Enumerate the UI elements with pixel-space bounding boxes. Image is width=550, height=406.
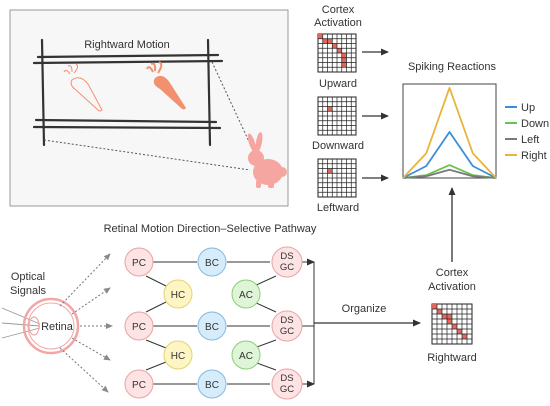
legend-label-right: Right bbox=[521, 150, 547, 162]
carrot-icon bbox=[146, 61, 186, 110]
active-cell bbox=[322, 38, 328, 44]
bc-node-2: BC bbox=[197, 311, 227, 341]
rabbit-icon bbox=[247, 132, 287, 188]
dsgc-node-2: DS GC bbox=[271, 310, 303, 342]
bottom-cortex-line1: Cortex bbox=[436, 267, 469, 279]
cortex-grid-rightward bbox=[431, 303, 473, 345]
scene-panel: Rightward Motion bbox=[9, 9, 289, 207]
active-cell bbox=[332, 43, 337, 49]
active-cell bbox=[327, 168, 333, 174]
pc-label: PC bbox=[132, 258, 146, 269]
optical-label-line1: Optical bbox=[11, 271, 45, 283]
pc-node-3: PC bbox=[124, 369, 154, 399]
cortex-grid-upward bbox=[317, 96, 357, 136]
pc-node-1: PC bbox=[124, 247, 154, 277]
label-rightward: Rightward bbox=[427, 352, 477, 364]
active-cell bbox=[457, 329, 462, 334]
hc-label: HC bbox=[171, 351, 185, 362]
active-cell bbox=[341, 57, 347, 63]
active-cell bbox=[327, 106, 333, 112]
cortex-column: Cortex Activation Upward Downward Leftwa… bbox=[312, 4, 389, 214]
retina-lens bbox=[28, 316, 40, 336]
gc-label: GC bbox=[280, 384, 294, 395]
active-cell bbox=[318, 34, 323, 39]
ds-label: DS bbox=[280, 373, 293, 384]
bottom-cortex: Cortex Activation Rightward bbox=[427, 267, 477, 364]
ghost-carrot-icon bbox=[63, 63, 103, 112]
legend-label-left: Left bbox=[521, 134, 539, 146]
label-leftward: Leftward bbox=[317, 202, 359, 214]
dsgc-node-1: DS GC bbox=[271, 246, 303, 278]
pc-label: PC bbox=[132, 322, 146, 333]
scene-frame bbox=[9, 9, 289, 207]
active-cell bbox=[437, 309, 442, 314]
ds-label: DS bbox=[280, 251, 293, 262]
retina-label: Retina bbox=[41, 321, 74, 333]
chart-series-group bbox=[402, 86, 497, 179]
gc-label: GC bbox=[280, 262, 294, 273]
active-cell bbox=[447, 319, 452, 324]
sight-lines bbox=[43, 61, 253, 171]
label-downward: Downward bbox=[312, 140, 364, 152]
series-left-line bbox=[402, 168, 497, 179]
pathway-title: Retinal Motion Direction–Selective Pathw… bbox=[104, 223, 317, 235]
motion-frame bbox=[32, 38, 224, 147]
retina-outer-ring bbox=[22, 297, 80, 355]
cortex-header-line2: Activation bbox=[314, 17, 362, 29]
label-upward: Upward bbox=[319, 78, 357, 90]
pc-node-2: PC bbox=[124, 311, 154, 341]
active-cell bbox=[442, 314, 447, 319]
cortex-header-line1: Cortex bbox=[322, 4, 355, 16]
active-cell bbox=[432, 304, 437, 309]
bc-node-3: BC bbox=[197, 369, 227, 399]
outgoing-rays bbox=[59, 253, 113, 393]
retina-inner-ring bbox=[27, 302, 75, 350]
cortex-grid-top bbox=[317, 33, 357, 73]
cortex-grid-downward bbox=[317, 158, 357, 198]
chart-title: Spiking Reactions bbox=[408, 61, 497, 73]
active-cell bbox=[327, 38, 333, 44]
ac-label: AC bbox=[239, 290, 253, 301]
ac-node-1: AC bbox=[231, 279, 261, 309]
active-cell bbox=[452, 324, 457, 329]
retina-group: Optical Signals Retina bbox=[1, 253, 113, 393]
gc-label: GC bbox=[280, 326, 294, 337]
ac-label: AC bbox=[239, 351, 253, 362]
organize-label: Organize bbox=[342, 303, 387, 315]
active-cell bbox=[447, 314, 452, 319]
legend-label-down: Down bbox=[521, 118, 549, 130]
legend-label-up: Up bbox=[521, 102, 535, 114]
active-cell bbox=[462, 334, 467, 339]
bc-label: BC bbox=[205, 258, 219, 269]
bc-node-1: BC bbox=[197, 247, 227, 277]
active-cell bbox=[337, 48, 342, 53]
network-connections bbox=[145, 258, 421, 388]
series-up-line bbox=[402, 131, 497, 179]
dsgc-node-3: DS GC bbox=[271, 368, 303, 400]
bc-label: BC bbox=[205, 380, 219, 391]
bottom-cortex-line2: Activation bbox=[428, 281, 476, 293]
ac-node-2: AC bbox=[231, 340, 261, 370]
hc-node-1: HC bbox=[163, 279, 193, 309]
active-cell bbox=[341, 62, 347, 68]
hc-label: HC bbox=[171, 290, 185, 301]
pc-label: PC bbox=[132, 380, 146, 391]
bc-label: BC bbox=[205, 322, 219, 333]
hc-node-2: HC bbox=[163, 340, 193, 370]
ds-label: DS bbox=[280, 315, 293, 326]
scene-title: Rightward Motion bbox=[84, 39, 170, 51]
incoming-rays bbox=[1, 307, 41, 339]
active-cell bbox=[341, 53, 347, 58]
series-right-line bbox=[402, 86, 497, 179]
optical-label-line2: Signals bbox=[10, 285, 47, 297]
